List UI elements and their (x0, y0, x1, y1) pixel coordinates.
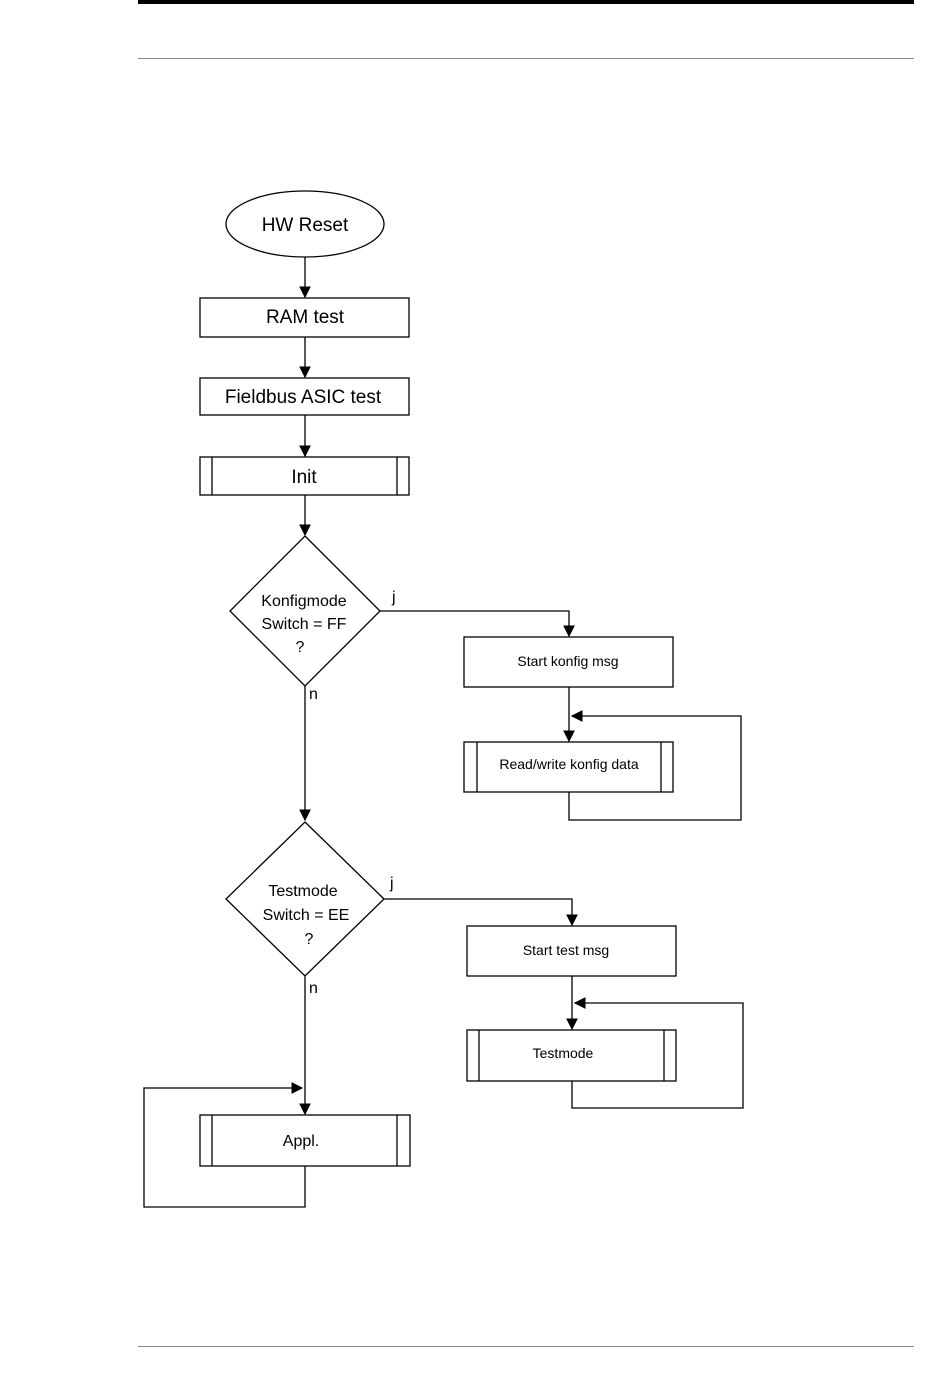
konfig-yes-label: j (391, 589, 396, 606)
edge-konfig-yes (380, 611, 569, 636)
konfig-decision-line2: Switch = FF (262, 616, 347, 633)
konfig-decision-node: Konfigmode Switch = FF ? (230, 536, 380, 686)
hw-reset-node: HW Reset (226, 191, 384, 257)
test-yes-label: j (389, 875, 394, 892)
init-node: Init (200, 457, 409, 495)
init-label: Init (291, 467, 317, 488)
konfig-decision-line1: Konfigmode (261, 593, 346, 610)
test-decision-node: Testmode Switch = EE ? (226, 822, 384, 976)
test-decision-line3: ? (305, 931, 314, 948)
ram-test-node: RAM test (200, 298, 409, 337)
hw-reset-label: HW Reset (262, 215, 349, 236)
rw-konfig-label: Read/write konfig data (499, 756, 639, 772)
rw-konfig-node: Read/write konfig data (464, 742, 673, 792)
start-konfig-node: Start konfig msg (464, 637, 673, 687)
start-konfig-label: Start konfig msg (517, 653, 618, 669)
test-decision-line2: Switch = EE (263, 907, 350, 924)
edge-test-yes (384, 899, 572, 925)
testmode-node: Testmode (467, 1030, 676, 1081)
footer-rule (138, 1346, 914, 1347)
appl-node: Appl. (200, 1115, 410, 1166)
fieldbus-test-label: Fieldbus ASIC test (225, 387, 382, 408)
konfig-decision-line3: ? (296, 639, 305, 656)
test-no-label: n (309, 980, 318, 997)
konfig-no-label: n (309, 686, 318, 703)
test-decision-line1: Testmode (268, 883, 337, 900)
fieldbus-test-node: Fieldbus ASIC test (200, 378, 409, 415)
appl-label: Appl. (283, 1133, 319, 1150)
start-test-label: Start test msg (523, 942, 609, 958)
start-test-node: Start test msg (467, 926, 676, 976)
ram-test-label: RAM test (266, 307, 345, 328)
testmode-label: Testmode (533, 1045, 594, 1061)
